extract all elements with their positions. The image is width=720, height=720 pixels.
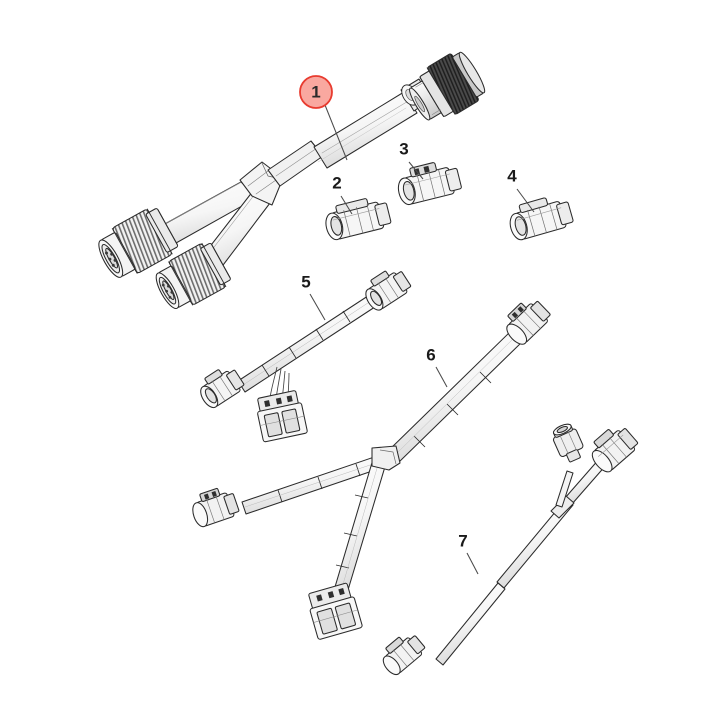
callout-1-leader [324,104,348,161]
callout-3-label: 3 [399,139,408,158]
part-connector-two-way-c [509,197,574,241]
callout-1-label: 1 [311,82,320,101]
callout-7-label: 7 [458,531,467,550]
callout-2-leader [340,195,353,215]
part-y-split-harness-assembly [192,301,551,640]
callout-1[interactable]: 1 [299,75,348,161]
circular-connector-b [155,242,231,310]
circular-connector-large [409,51,486,121]
callout-4[interactable]: 4 [507,166,535,213]
callout-5[interactable]: 5 [301,272,326,321]
callout-5-label: 5 [301,272,310,291]
callout-6[interactable]: 6 [426,345,448,388]
callout-5-leader [309,293,326,321]
callout-4-label: 4 [507,166,517,185]
callout-2[interactable]: 2 [332,173,353,215]
callout-3[interactable]: 3 [399,139,424,180]
callout-6-leader [435,366,448,388]
callout-7[interactable]: 7 [458,531,479,575]
part-connector-two-way-a [325,198,392,241]
part-sensor-lead-cable [382,423,639,676]
callout-7-leader [466,552,479,575]
callout-2-label: 2 [332,173,341,192]
callout-1-marker[interactable] [299,75,333,109]
part-branch-harness-assembly [200,270,412,443]
callout-layer: 1 2 3 4 5 [299,75,535,575]
circular-connector-a [98,208,179,278]
part-connector-two-way-b [397,162,462,206]
callout-6-label: 6 [426,345,435,364]
callout-3-leader [408,161,424,180]
callout-4-leader [516,188,535,213]
